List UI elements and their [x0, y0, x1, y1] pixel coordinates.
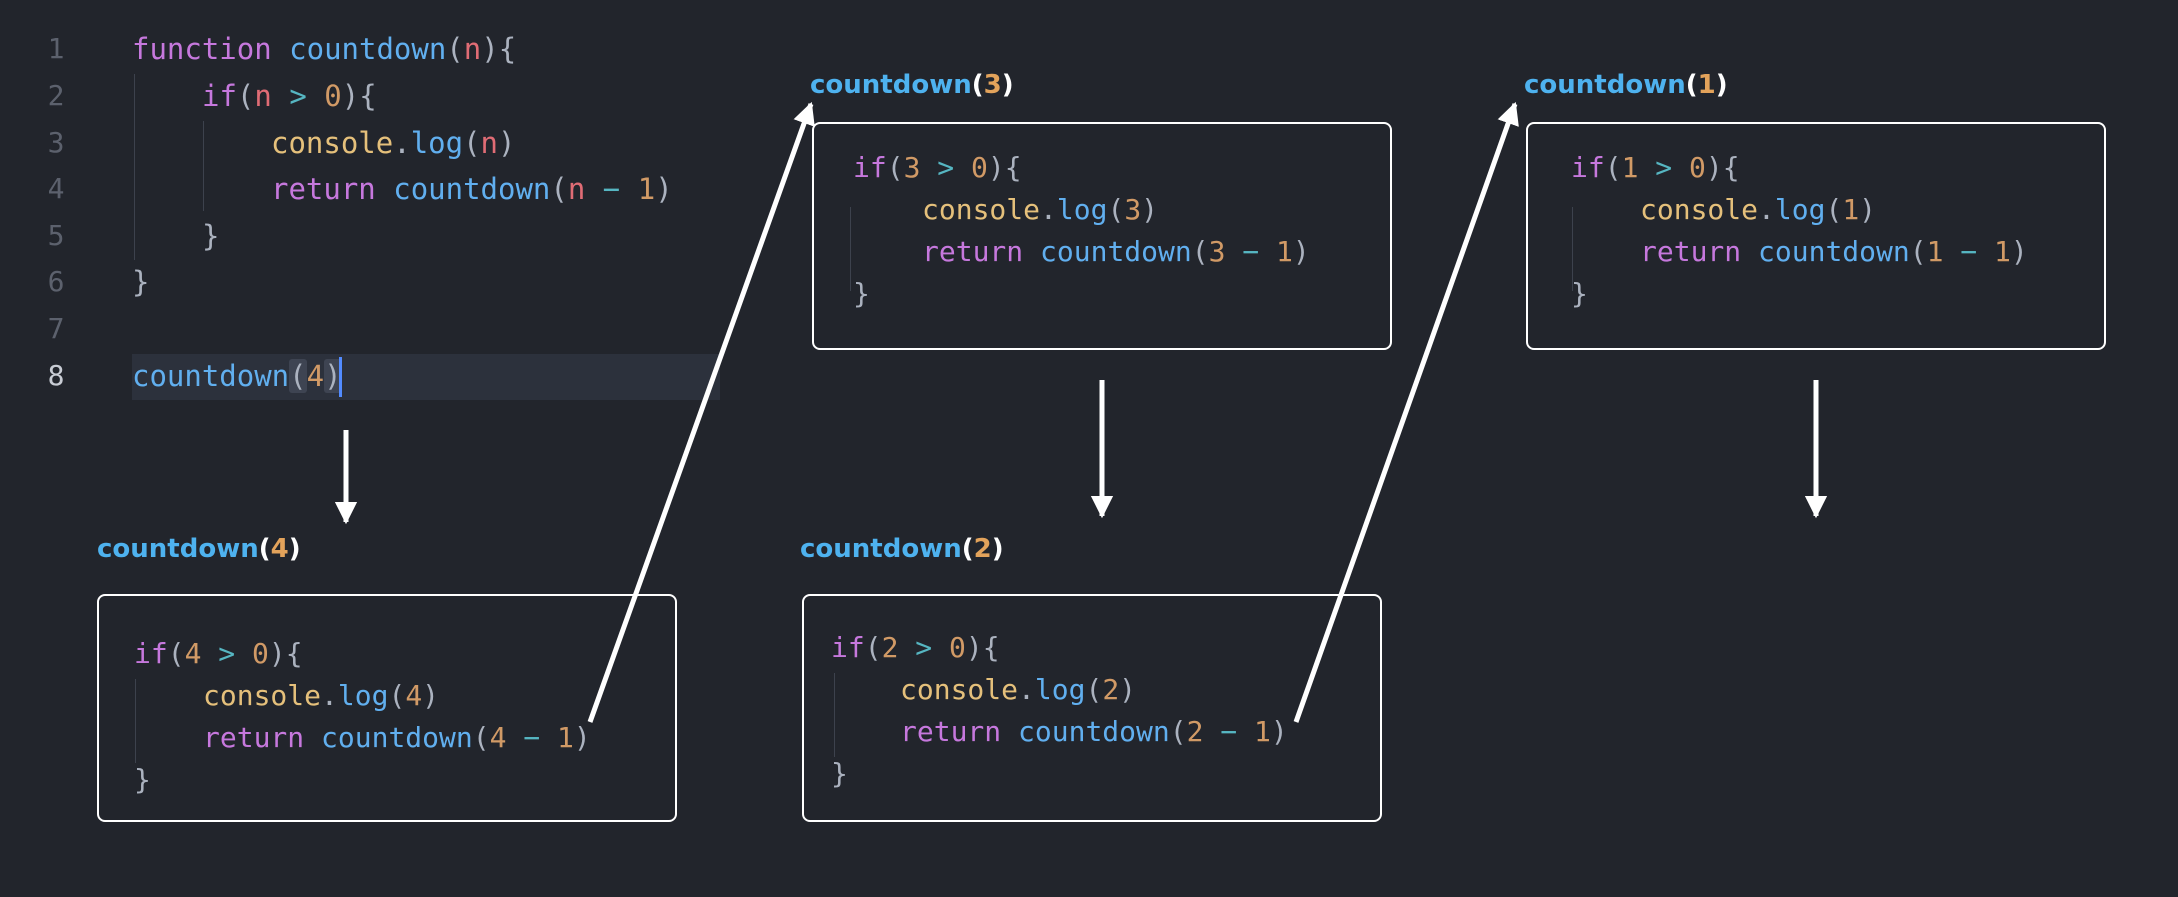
- indent-guide: [850, 207, 851, 291]
- frame-line-close: }: [831, 757, 848, 790]
- call-frame-box-1: if(1 > 0){ console.log(1) return countdo…: [1526, 122, 2106, 350]
- call-frame-box-2: if(2 > 0){ console.log(2) return countdo…: [802, 594, 1382, 822]
- frame-line-close: }: [1571, 277, 1588, 310]
- code-token: n: [567, 172, 586, 206]
- call-frame-box-4: if(4 > 0){ console.log(4) return countdo…: [97, 594, 677, 822]
- call-frame-box-3: if(3 > 0){ console.log(3) return countdo…: [812, 122, 1392, 350]
- code-token: 1: [637, 172, 656, 206]
- frame-line-if: if(1 > 0){: [1571, 151, 1740, 184]
- code-token: .: [393, 126, 411, 160]
- code-token: −: [602, 172, 621, 206]
- frame-line-return: return countdown(4 − 1): [203, 721, 591, 754]
- code-line-6: }: [132, 265, 150, 299]
- code-token: countdown: [132, 359, 290, 393]
- indent-guide: [134, 74, 135, 260]
- indent-guide: [135, 679, 136, 763]
- code-token: n: [254, 79, 272, 113]
- line-number: 1: [47, 32, 65, 65]
- frame-line-return: return countdown(2 − 1): [900, 715, 1288, 748]
- line-number: 2: [47, 79, 65, 112]
- code-token: >: [289, 79, 307, 113]
- frame-line-if: if(3 > 0){: [853, 151, 1022, 184]
- text-cursor: [339, 357, 342, 397]
- arrow-recurse-2-to-1: [1293, 101, 1519, 723]
- frame-line-return: return countdown(3 − 1): [922, 235, 1310, 268]
- code-editor: 1 2 3 4 5 6 7 8 function countdown(n){ i…: [0, 0, 720, 420]
- code-token: console: [271, 126, 394, 160]
- frame-line-log: console.log(3): [922, 193, 1159, 226]
- line-number: 5: [47, 219, 65, 252]
- code-token: countdown: [289, 32, 447, 66]
- code-token: n: [463, 32, 482, 66]
- line-number: 7: [47, 312, 65, 345]
- frame-line-return: return countdown(1 − 1): [1640, 235, 2028, 268]
- line-number-active: 8: [47, 359, 65, 392]
- frame-line-log: console.log(4): [203, 679, 440, 712]
- code-token: 0: [324, 79, 342, 113]
- code-token: n: [480, 126, 499, 160]
- code-token: 4: [306, 359, 325, 393]
- line-number: 6: [47, 265, 65, 298]
- frame-line-log: console.log(1): [1640, 193, 1877, 226]
- indent-guide: [203, 121, 204, 211]
- code-line-4: return countdown(n − 1): [271, 172, 673, 206]
- code-token: if: [202, 79, 237, 113]
- code-token: function: [132, 32, 272, 66]
- code-token: countdown: [393, 172, 551, 206]
- indent-guide: [834, 673, 835, 757]
- frame-line-if: if(2 > 0){: [831, 631, 1000, 664]
- line-number: 4: [47, 172, 65, 205]
- active-line-highlight: [132, 354, 720, 400]
- frame-line-close: }: [853, 277, 870, 310]
- code-line-3: console.log(n): [271, 126, 516, 160]
- arrow-recurse-4-to-3: [587, 101, 815, 723]
- frame-line-log: console.log(2): [900, 673, 1137, 706]
- frame-line-close: }: [134, 763, 151, 796]
- code-token: return: [271, 172, 376, 206]
- code-line-2: if(n > 0){: [202, 79, 377, 113]
- frame-title-2: countdown(2): [800, 534, 1004, 564]
- code-line-1: function countdown(n){: [132, 32, 517, 66]
- frame-title-1: countdown(1): [1524, 70, 1728, 100]
- frame-title-4: countdown(4): [97, 534, 301, 564]
- line-number: 3: [47, 126, 65, 159]
- code-token: log: [410, 126, 464, 160]
- frame-line-if: if(4 > 0){: [134, 637, 303, 670]
- frame-title-3: countdown(3): [810, 70, 1014, 100]
- code-line-8: countdown(4): [132, 359, 342, 393]
- indent-guide: [1572, 207, 1573, 291]
- code-line-5: }: [202, 219, 220, 253]
